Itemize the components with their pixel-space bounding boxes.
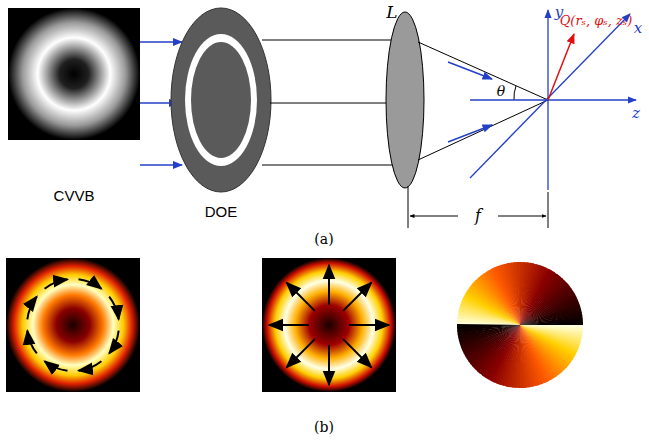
phase-sector xyxy=(513,262,520,325)
element-name: L xyxy=(386,3,397,22)
axis-label: z xyxy=(632,105,640,122)
axes xyxy=(470,10,636,190)
polarization-arrow xyxy=(27,331,36,354)
phase-sector xyxy=(520,325,533,387)
phase-sector xyxy=(457,324,520,328)
polarization-arrow xyxy=(45,279,68,288)
panel-label: (b) xyxy=(314,420,334,435)
beam-lines xyxy=(262,40,404,165)
polarization-arrow xyxy=(287,339,315,367)
polarization-arrow xyxy=(45,361,68,370)
phase-sector xyxy=(458,325,520,338)
cvvb-image-ground xyxy=(8,8,140,140)
phase-sector xyxy=(457,325,520,332)
phase-sector xyxy=(457,325,520,335)
polarization-arrow xyxy=(109,331,118,354)
lens xyxy=(386,12,424,188)
radial-ground xyxy=(262,258,396,392)
position-vector xyxy=(548,34,574,100)
phase-sector xyxy=(520,325,527,388)
phase-sector xyxy=(520,315,583,325)
focal-dimension xyxy=(408,186,548,228)
angle-arc xyxy=(514,86,516,100)
phase-sector xyxy=(510,262,520,325)
image-caption: CVVB xyxy=(54,188,95,205)
element-name: DOE xyxy=(205,204,238,221)
polarization-arrow xyxy=(287,283,315,311)
focusing-rays xyxy=(418,42,548,160)
polarization-arrow xyxy=(343,283,371,311)
doe-center xyxy=(191,42,251,158)
azimuthal-intensity xyxy=(6,258,140,392)
phase-sector xyxy=(520,318,583,325)
polarization-arrow xyxy=(269,324,309,326)
azimuthal-arrows xyxy=(27,279,118,370)
phase-map xyxy=(457,262,583,388)
phase-sector xyxy=(520,312,582,325)
polarization-arrow xyxy=(79,279,102,288)
point-label: Q(rₛ, φₛ, zₛ) xyxy=(560,14,633,28)
angle-label: θ xyxy=(497,84,505,99)
polarization-arrow xyxy=(328,345,330,385)
focusing-arrows xyxy=(448,62,492,142)
dimension-label: f xyxy=(475,207,481,225)
azimuthal-ground xyxy=(6,258,140,392)
polarization-arrow xyxy=(109,297,118,320)
doe-plate xyxy=(171,8,271,192)
cvvb-intensity xyxy=(8,8,140,140)
panel-label: (a) xyxy=(314,232,333,247)
phase-sector xyxy=(507,263,520,325)
radial-intensity xyxy=(262,258,396,392)
polarization-arrow xyxy=(328,265,330,305)
polarization-arrow xyxy=(27,297,36,320)
phase-sector xyxy=(520,325,530,388)
polarization-arrow xyxy=(343,339,371,367)
doe-ring xyxy=(185,34,257,166)
polarization-arrow xyxy=(349,324,389,326)
radial-arrows xyxy=(269,265,389,385)
axis-label: x xyxy=(634,20,642,37)
polarization-arrow xyxy=(79,361,102,370)
